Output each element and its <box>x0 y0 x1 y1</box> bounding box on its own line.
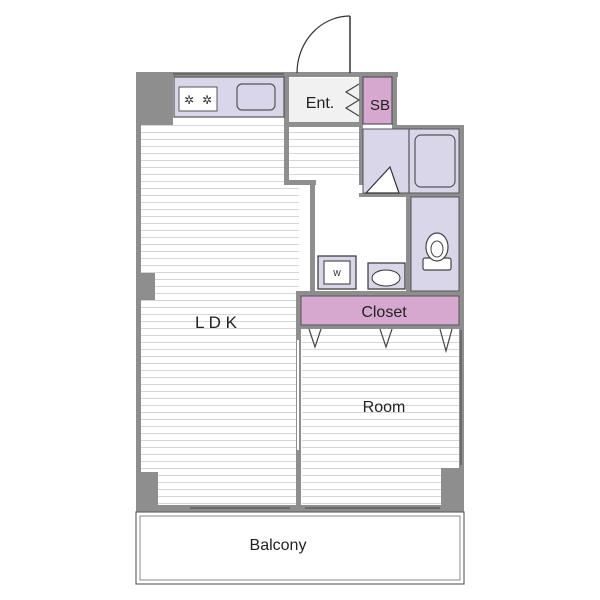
bathroom-door <box>364 165 400 194</box>
ldk-label: L D K <box>195 313 238 332</box>
closet <box>300 295 460 326</box>
column-left-mid <box>136 273 155 300</box>
kitchen-sink-icon <box>236 83 276 111</box>
ldk-floor <box>141 120 299 505</box>
entrance-door-icon <box>296 15 351 74</box>
shoe-box-label: SB <box>370 97 390 114</box>
entrance-floor <box>289 78 359 122</box>
svg-text:✲: ✲ <box>202 93 212 107</box>
column-bottom-right <box>441 468 464 510</box>
closet-label: Closet <box>361 304 407 321</box>
room-label: Room <box>363 399 406 416</box>
washing-machine-icon: W <box>317 255 357 290</box>
washer-label: W <box>333 269 341 278</box>
hallway-floor <box>289 128 359 181</box>
toilet-icon <box>422 232 452 271</box>
room-floor <box>302 328 459 505</box>
balcony-label: Balcony <box>250 537 307 554</box>
balcony <box>135 511 465 585</box>
wash-basin-icon <box>367 262 406 290</box>
column-top-left <box>136 72 173 125</box>
ldk-upper-floor <box>141 120 285 180</box>
shoe-box <box>362 76 393 125</box>
svg-text:✲: ✲ <box>184 93 194 107</box>
gas-stove-icon: ✲ ✲ <box>178 86 218 112</box>
column-bottom-left <box>136 472 158 512</box>
bathtub-icon <box>414 134 456 188</box>
entrance-label: Ent. <box>306 95 334 112</box>
